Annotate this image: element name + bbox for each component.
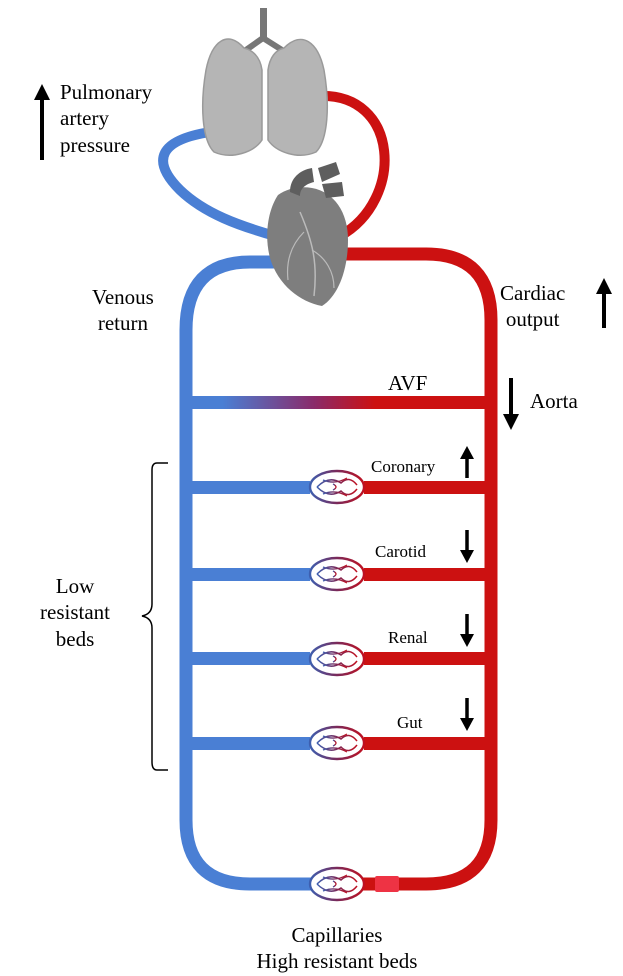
low-resistant-beds-label: Low resistant beds xyxy=(30,573,120,652)
cardiac-output-label: Cardiac output xyxy=(500,280,565,333)
pulmonary-pressure-up-arrow-icon xyxy=(34,84,50,160)
renal-label: Renal xyxy=(388,627,428,648)
capillary-bed-icon xyxy=(310,558,364,590)
venous-return-label: Venous return xyxy=(92,284,154,337)
aorta-down-arrow-icon xyxy=(503,378,519,430)
low-resistant-bracket xyxy=(142,463,168,770)
carotid-label: Carotid xyxy=(375,541,426,562)
lungs-icon xyxy=(203,8,328,155)
renal-down-arrow-icon xyxy=(460,614,474,647)
capillary-bed-icon xyxy=(310,727,364,759)
heart-icon xyxy=(267,162,348,306)
carotid-down-arrow-icon xyxy=(460,530,474,563)
gut-down-arrow-icon xyxy=(460,698,474,731)
cardiac-output-up-arrow-icon xyxy=(596,278,612,328)
pulmonary-artery-pressure-label: Pulmonary artery pressure xyxy=(60,79,152,158)
capillary-resistance-marker xyxy=(375,876,399,892)
capillaries-label: Capillaries High resistant beds xyxy=(237,922,437,975)
capillary-bed-icon xyxy=(310,643,364,675)
gut-label: Gut xyxy=(397,712,423,733)
aorta-label: Aorta xyxy=(530,388,578,414)
avf-shunt xyxy=(186,396,491,409)
avf-label: AVF xyxy=(388,370,427,396)
capillary-bed-icon xyxy=(310,471,364,503)
coronary-up-arrow-icon xyxy=(460,446,474,478)
capillary-bed-icon xyxy=(310,868,364,900)
coronary-label: Coronary xyxy=(371,456,435,477)
